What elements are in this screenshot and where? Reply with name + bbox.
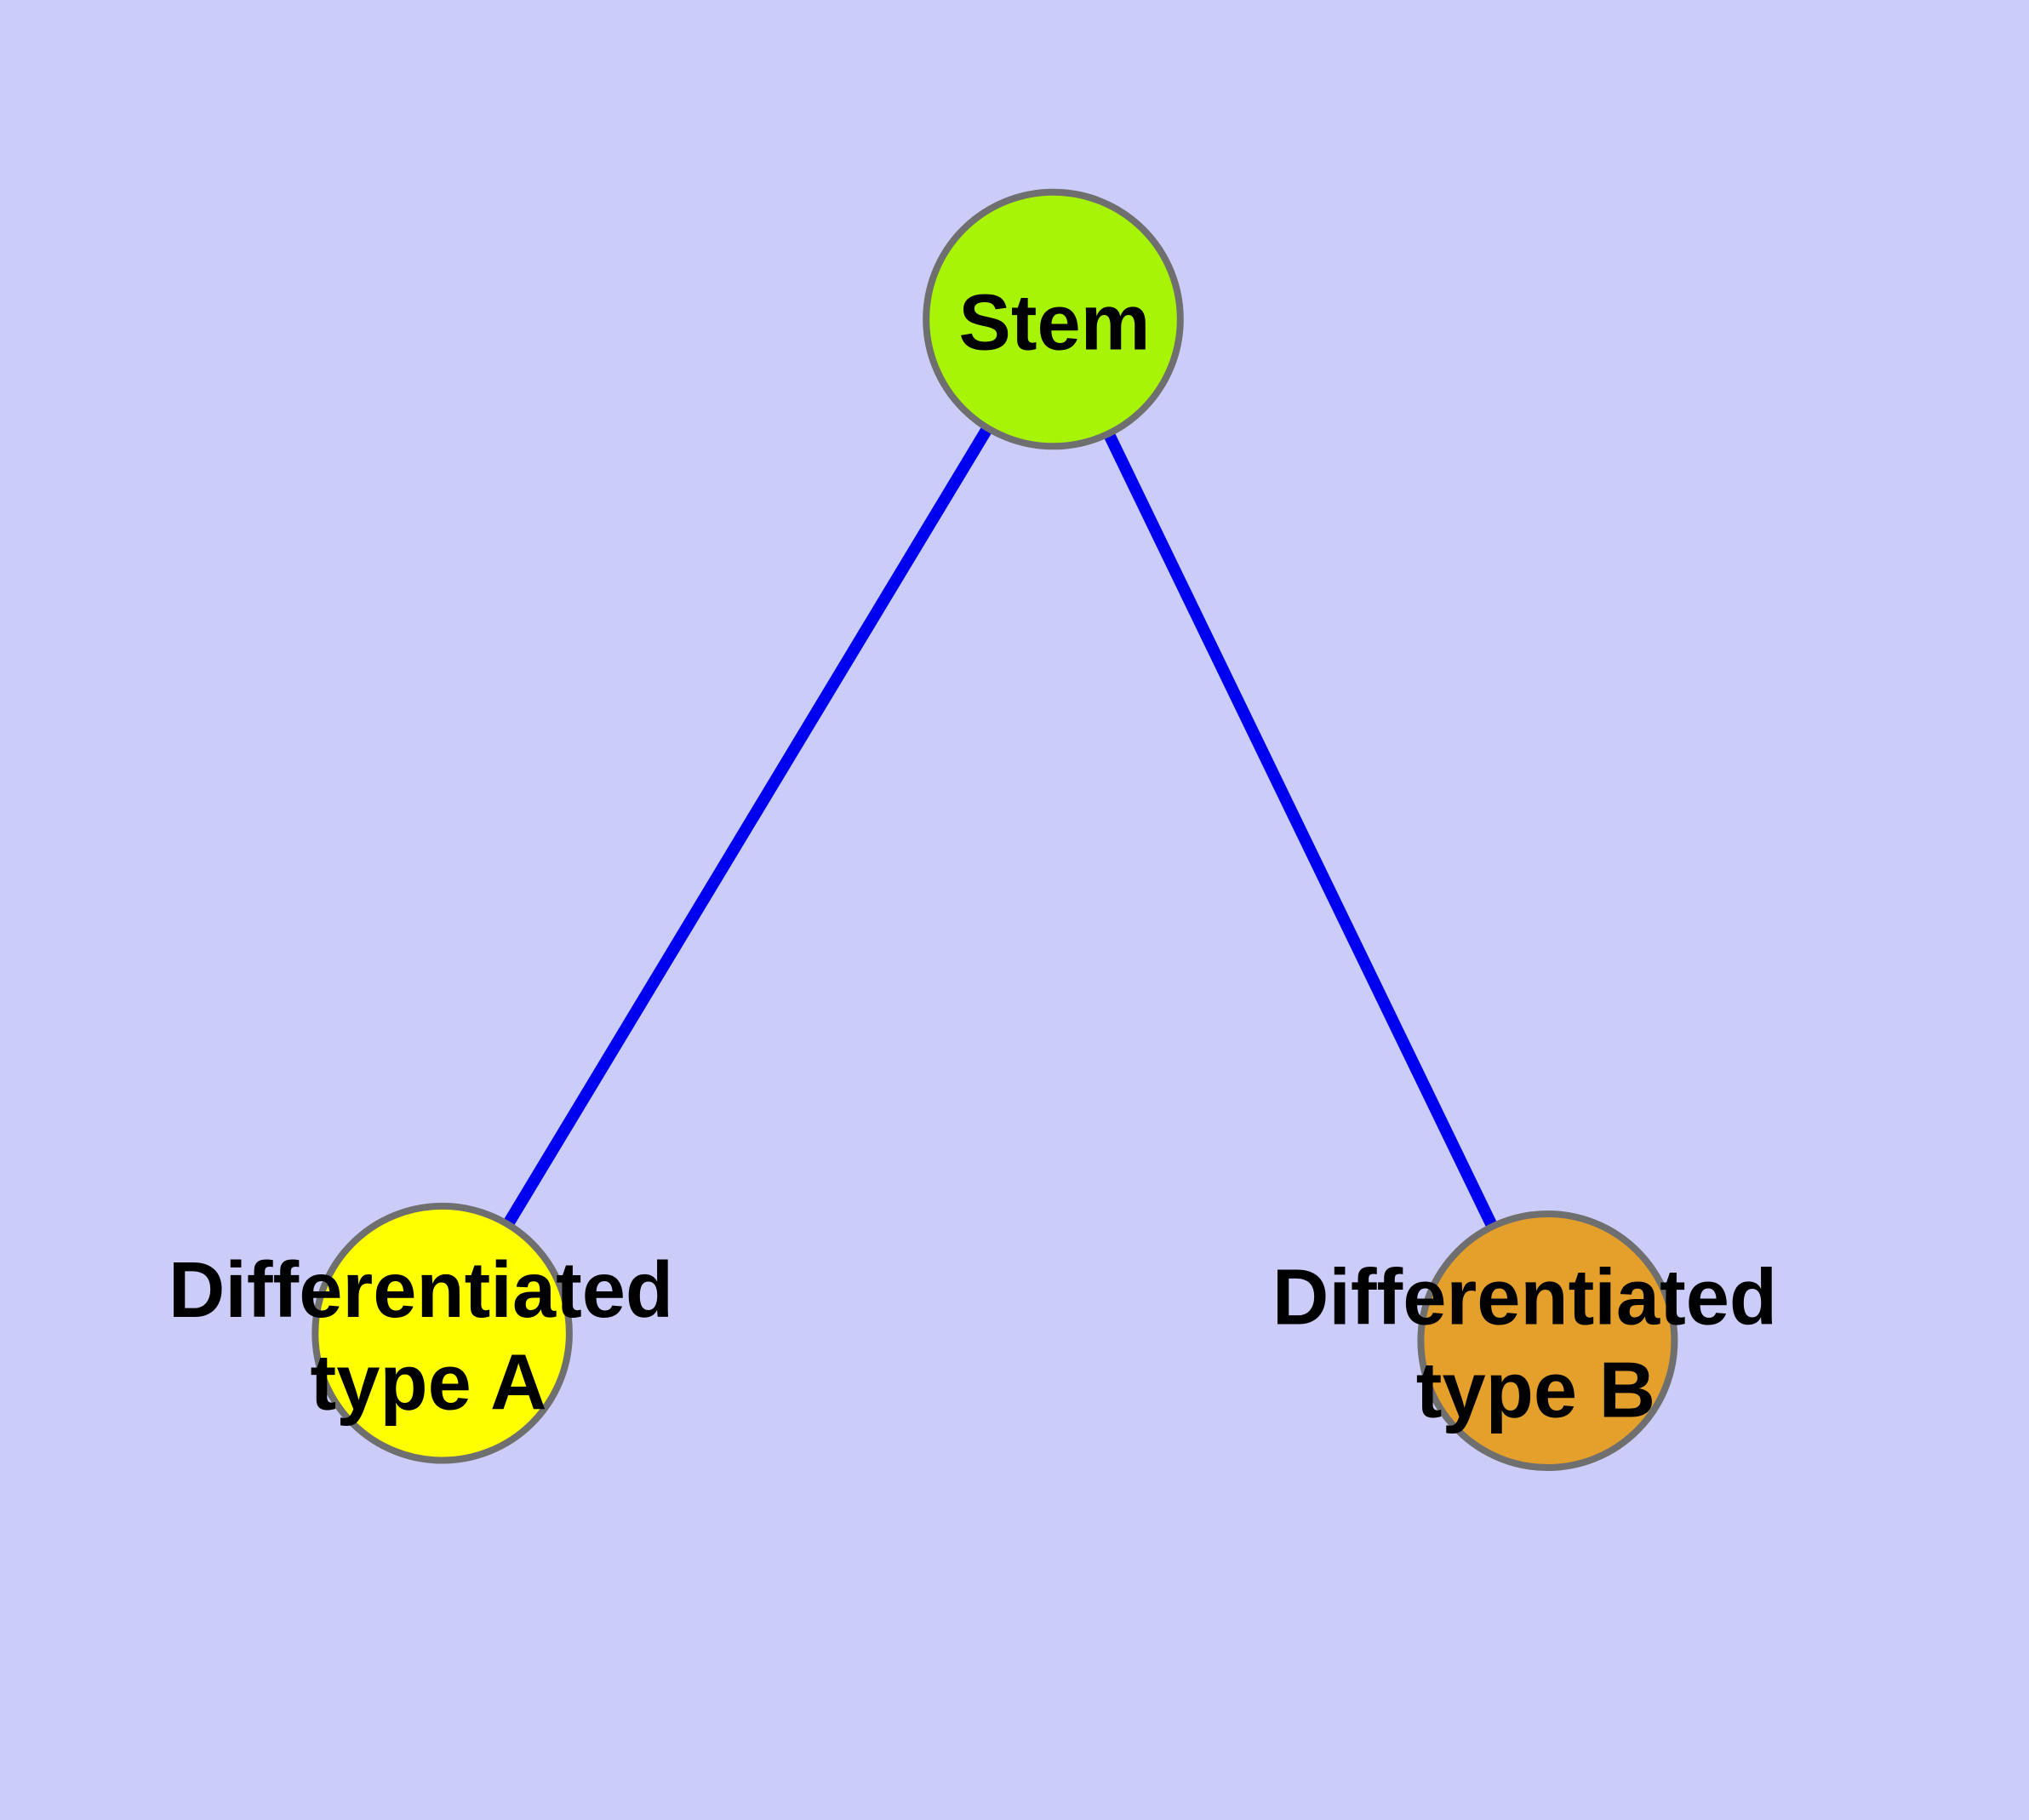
svg-text:type A: type A bbox=[311, 1337, 547, 1427]
svg-text:Stem: Stem bbox=[958, 278, 1150, 367]
svg-text:type B: type B bbox=[1416, 1345, 1655, 1434]
svg-text:Differentiated: Differentiated bbox=[169, 1245, 673, 1334]
svg-text:Differentiated: Differentiated bbox=[1272, 1252, 1777, 1342]
